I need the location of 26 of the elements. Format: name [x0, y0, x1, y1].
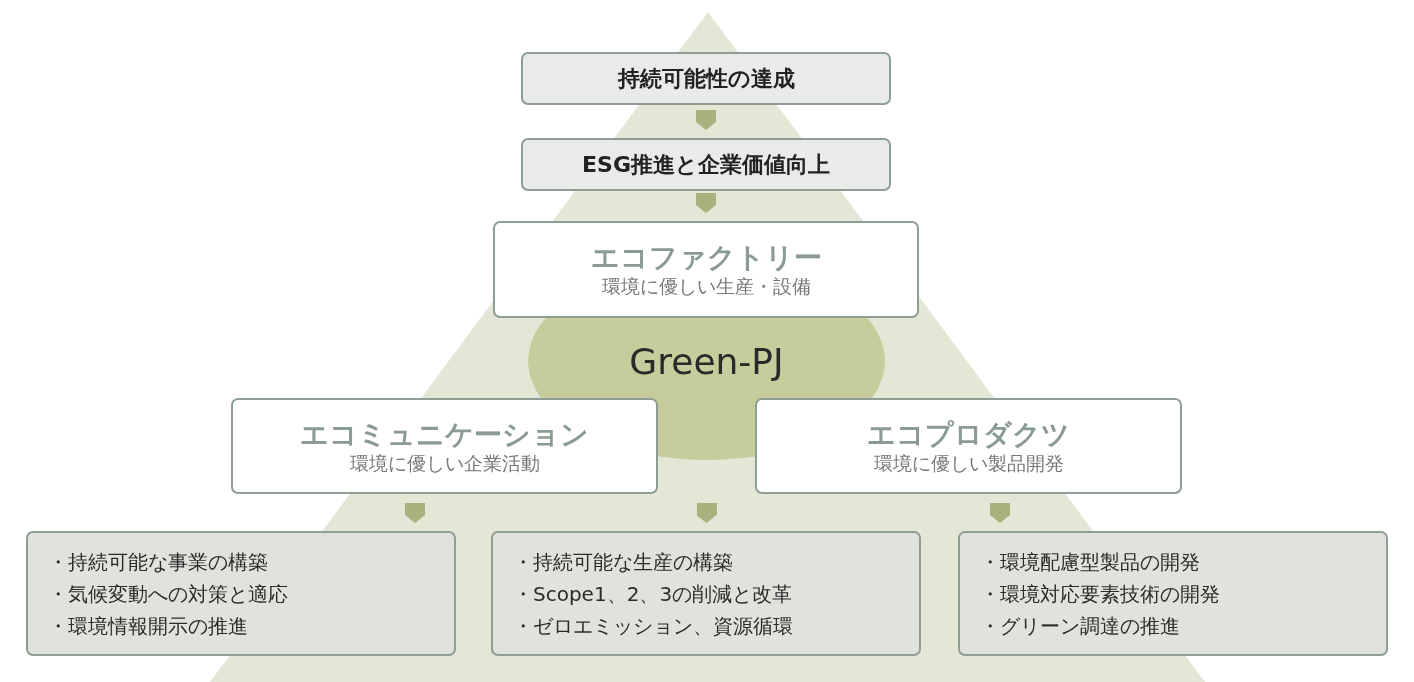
list-item: ・気候変動への対策と適応	[48, 580, 288, 608]
core-label: Green-PJ	[629, 340, 784, 382]
list-item: ・Scope1、2、3の削減と改革	[513, 580, 793, 608]
category-box	[493, 221, 919, 318]
list-item: ・環境配慮型製品の開発	[980, 548, 1200, 576]
category-subtitle: 環境に優しい製品開発	[873, 451, 1064, 476]
category-title: エコファクトリー	[590, 240, 822, 276]
list-item: ・環境情報開示の推進	[48, 612, 248, 640]
goal-label: ESG推進と企業価値向上	[582, 150, 830, 179]
list-item: ・グリーン調達の推進	[980, 612, 1180, 640]
category-box	[755, 398, 1182, 494]
category-box	[231, 398, 658, 494]
category-title: エコミュニケーション	[300, 416, 589, 452]
goal-box	[521, 52, 891, 105]
list-item: ・持続可能な生産の構築	[513, 548, 733, 576]
goal-label: 持続可能性の達成	[617, 64, 795, 93]
list-item: ・環境対応要素技術の開発	[980, 580, 1220, 608]
bullet-list-box	[958, 531, 1388, 656]
category-subtitle: 環境に優しい生産・設備	[601, 275, 811, 299]
list-item: ・ゼロエミッション、資源循環	[513, 612, 793, 640]
goal-box	[521, 138, 891, 191]
category-title: エコプロダクツ	[867, 416, 1070, 452]
bullet-list-box	[491, 531, 921, 656]
category-subtitle: 環境に優しい企業活動	[349, 451, 540, 476]
bullet-list-box	[26, 531, 456, 656]
list-item: ・持続可能な事業の構築	[48, 548, 268, 576]
